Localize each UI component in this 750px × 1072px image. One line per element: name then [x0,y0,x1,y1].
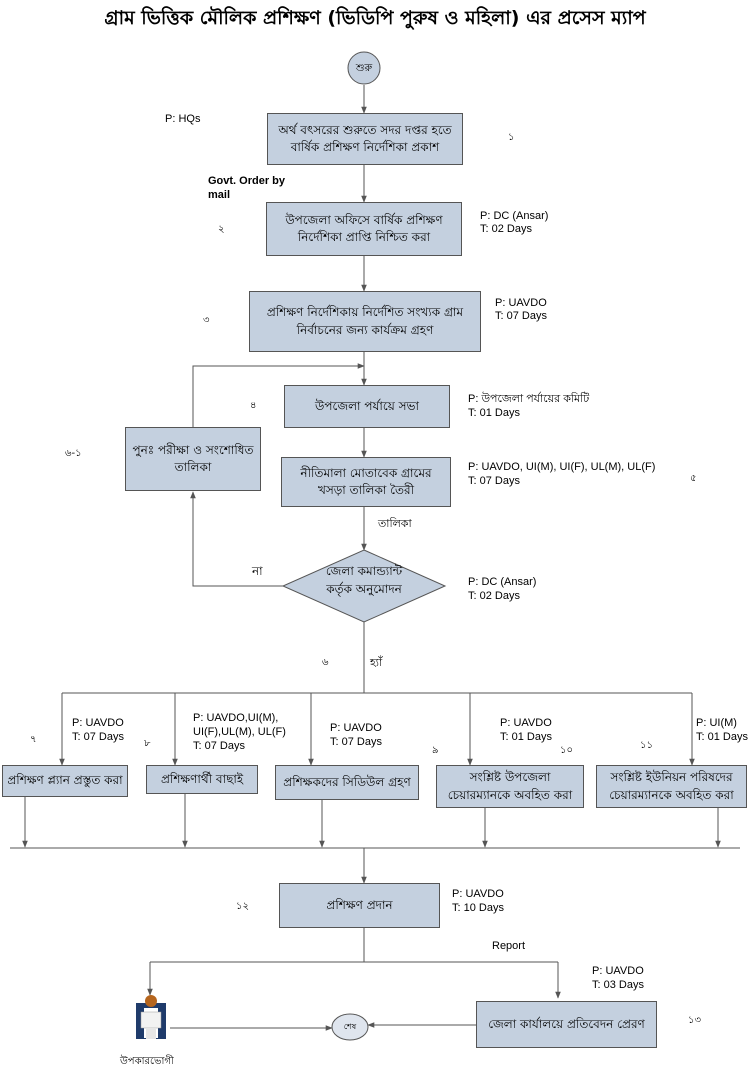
end-node [331,1013,369,1041]
beneficiary-figure-icon [136,995,166,1039]
step-10-time: T: 01 Days [500,731,552,743]
step-5-performer: P: UAVDO, UI(M), UI(F), UL(M), UL(F) [468,461,656,473]
step-6-1-number: ৬-১ [65,448,82,459]
step-8-performer-2: UI(F),UL(M), UL(F) [193,726,286,738]
list-edge-label: তালিকা [378,518,412,530]
step-2-performer: P: DC (Ansar) [480,210,549,222]
step-11-box: সংশ্লিষ্ট ইউনিয়ন পরিষদের চেয়ারম্যানকে … [596,765,747,808]
step-2-box: উপজেলা অফিসে বার্ষিক প্রশিক্ষণ নির্দেশিক… [266,202,462,256]
step-3-time: T: 07 Days [495,310,547,322]
page-title: গ্রাম ভিত্তিক মৌলিক প্রশিক্ষণ (ভিডিপি পু… [104,7,646,29]
step-8-time: T: 07 Days [193,740,245,752]
step-2-time: T: 02 Days [480,223,532,235]
step-4-time: T: 01 Days [468,407,520,419]
step-12-performer: P: UAVDO [452,888,504,900]
step-12-box: প্রশিক্ষণ প্রদান [279,883,440,928]
step-4-number: ৪ [250,400,257,411]
step-7-box: প্রশিক্ষণ প্ল্যান প্রস্তুত করা [2,765,128,797]
beneficiary-label: উপকারভোগী [120,1056,174,1067]
step-12-time: T: 10 Days [452,902,504,914]
step-12-number: ১২ [236,901,249,912]
step-7-number: ৭ [30,734,37,745]
step-11-performer: P: UI(M) [696,717,737,729]
step-7-time: T: 07 Days [72,731,124,743]
step-1-box: অর্থ বৎসরের শুরুতে সদর দপ্তর হতে বার্ষিক… [267,113,463,165]
start-label: শুরু [355,63,373,74]
start-node [347,51,381,85]
edge-s6_1-s4 [192,363,365,427]
step-11-number: ১১ [640,740,653,751]
step-9-box: প্রশিক্ষকদের সিডিউল গ্রহণ [275,765,419,800]
step-6-performer: P: DC (Ansar) [468,576,537,588]
step-6-time: T: 02 Days [468,590,520,602]
step-6-decision-text: জেলা কমান্ড্যান্ট কর্তৃক অনুমোদন [325,564,403,596]
decision-diamond [281,549,447,623]
step-8-performer: P: UAVDO,UI(M), [193,712,279,724]
step-3-number: ৩ [203,315,210,326]
step-10-performer: P: UAVDO [500,717,552,729]
end-label: শেষ [343,1022,357,1031]
step-5-box: নীতিমালা মোতাবেক গ্রামের খসড়া তালিকা তৈ… [281,457,451,507]
step-4-box: উপজেলা পর্যায়ে সভা [284,385,450,428]
step-3-box: প্রশিক্ষণ নির্দেশিকায় নির্দেশিত সংখ্যক … [249,291,481,352]
step-9-time: T: 07 Days [330,736,382,748]
step-9-performer: P: UAVDO [330,722,382,734]
step-5-number: ৫ [690,473,697,484]
step-13-box: জেলা কার্যালয়ে প্রতিবেদন প্রেরণ [476,1001,657,1048]
no-label: না [252,564,263,578]
step-13-performer: P: UAVDO [592,965,644,977]
edge-s6-no [190,491,283,587]
step-1-number: ১ [508,132,515,143]
step-1-performer: P: HQs [165,113,201,125]
step-8-box: প্রশিক্ষণার্থী বাছাই [146,765,258,794]
step-8-number: ৮ [144,738,151,749]
yes-label: হ্যাঁ [370,657,383,669]
step-10-number: ১০ [560,745,573,756]
step-6-number: ৬ [322,657,329,668]
step-7-performer: P: UAVDO [72,717,124,729]
step-10-box: সংশ্লিষ্ট উপজেলা চেয়ারম্যানকে অবহিত করা [436,765,584,808]
step-11-time: T: 01 Days [696,731,748,743]
step-13-time: T: 03 Days [592,979,644,991]
step-6-1-box: পুনঃ পরীক্ষা ও সংশোধিত তালিকা [125,427,261,491]
report-label: Report [492,940,526,952]
step-3-performer: P: UAVDO [495,297,547,309]
step-5-time: T: 07 Days [468,475,520,487]
step-2-number: ২ [218,224,225,235]
step-13-number: ১৩ [688,1015,701,1026]
step-4-performer: P: উপজেলা পর্যায়ের কমিটি [468,393,590,405]
step-9-number: ৯ [432,745,439,756]
govt-order-label: Govt. Order by mail [208,175,286,201]
